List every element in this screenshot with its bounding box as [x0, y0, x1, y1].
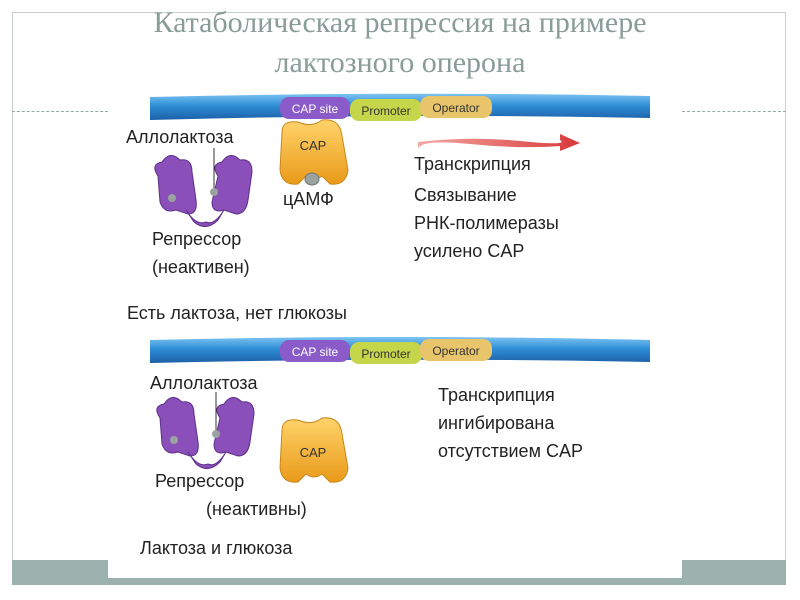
- cap-site-segment-bottom: [280, 340, 350, 362]
- promoter-label-top: Promoter: [361, 104, 410, 118]
- transcription-label-top: Транскрипция: [414, 154, 531, 174]
- binding-line1: Связывание: [414, 185, 517, 205]
- cap-label-bottom: CAP: [300, 445, 327, 460]
- condition-label-bottom: Лактоза и глюкоза: [140, 538, 293, 558]
- repressor-state-bottom: (неактивны): [206, 499, 307, 519]
- dna-strand-top: [150, 93, 650, 121]
- camp-label: цАМФ: [283, 189, 334, 209]
- allolactose-label-top: Аллолактоза: [126, 127, 234, 147]
- operator-label-bottom: Operator: [432, 344, 479, 358]
- allolactose-molecule: [170, 436, 178, 444]
- transcription-line2: ингибирована: [438, 413, 555, 433]
- promoter-label-bottom: Promoter: [361, 347, 410, 361]
- diagram-panel: [108, 82, 682, 578]
- dna-strand-bottom: [150, 337, 650, 364]
- cap-site-label-top: CAP site: [292, 102, 339, 116]
- cap-protein-bottom: [279, 417, 349, 483]
- camp-molecule: [304, 172, 320, 186]
- repressor-label-bottom: Репрессор: [155, 471, 245, 491]
- binding-line3: усилено CAP: [414, 241, 525, 261]
- slide-title-line1: Катаболическая репрессия на примере: [153, 6, 647, 39]
- allolactose-molecule: [212, 430, 220, 438]
- cap-label-top: CAP: [300, 138, 327, 153]
- cap-site-segment-top: [280, 97, 350, 119]
- allolactose-label-bottom: Аллолактоза: [150, 373, 258, 393]
- operator-segment-top: [420, 96, 492, 118]
- panel-bottom: [108, 560, 682, 578]
- divider-right: [682, 111, 786, 112]
- repressor-state-top: (неактивен): [152, 257, 250, 277]
- repressor-top: [154, 155, 253, 227]
- transcription-arrow: [418, 134, 580, 151]
- promoter-segment-bottom: [350, 342, 422, 364]
- divider-left: [12, 111, 108, 112]
- binding-line2: РНК-полимеразы: [414, 213, 559, 233]
- allolactose-molecule: [168, 194, 176, 202]
- cap-protein-top: [279, 119, 349, 185]
- repressor-label-top: Репрессор: [152, 229, 242, 249]
- allolactose-molecule: [210, 188, 218, 196]
- repressor-bottom: [156, 397, 255, 469]
- slide-title-line2: лактозного оперона: [274, 46, 526, 79]
- promoter-segment-top: [350, 99, 422, 121]
- operator-label-top: Operator: [432, 101, 479, 115]
- transcription-line3: отсутствием CAP: [438, 441, 583, 461]
- operator-segment-bottom: [420, 339, 492, 361]
- cap-site-label-bottom: CAP site: [292, 345, 339, 359]
- condition-label-top: Есть лактоза, нет глюкозы: [127, 303, 347, 323]
- transcription-line1: Транскрипция: [438, 385, 555, 405]
